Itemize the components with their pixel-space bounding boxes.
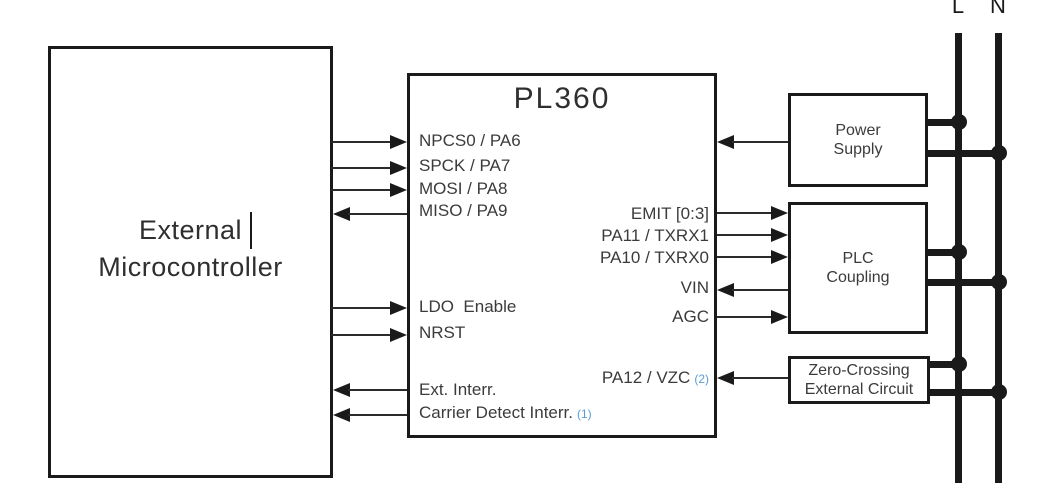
junction-dot-zc-n (991, 384, 1007, 400)
wire-miso (348, 213, 407, 215)
wire-spck (331, 167, 392, 169)
pin-label-ext-interr: Ext. Interr. (419, 380, 497, 399)
line-l-label: L (951, 0, 965, 18)
zero-crossing-label: Zero-Crossing External Circuit (788, 356, 930, 404)
pin-label-miso-pa9: MISO / PA9 (419, 201, 508, 220)
carrier-detect-text: Carrier Detect Interr. (419, 403, 573, 422)
pin-label-emit: EMIT [0:3] (630, 204, 709, 223)
junction-dot-plc-l (951, 244, 967, 260)
arrowhead-ext-interr (333, 383, 350, 397)
mcu-label-line2: Microcontroller (98, 252, 283, 282)
mcu-label-line1: External (138, 215, 243, 245)
zero-crossing-line1: Zero-Crossing (808, 362, 910, 379)
arrowhead-emit (771, 206, 788, 220)
arrowhead-power-supply (717, 135, 734, 149)
junction-dot-zc-l (951, 356, 967, 372)
power-supply-label: Power Supply (788, 93, 928, 187)
arrowhead-ldo-enable (390, 301, 407, 315)
pin-label-ldo-enable: LDO Enable (419, 297, 517, 316)
wire-ext-interr (348, 389, 407, 391)
arrowhead-pa10-txrx0 (771, 250, 788, 264)
junction-dot-ps-l (951, 114, 967, 130)
pin-label-carrier-detect-interr: Carrier Detect Interr. (1) (419, 404, 592, 423)
power-supply-box (788, 93, 928, 187)
junction-dot-plc-n (991, 274, 1007, 290)
arrowhead-pa12-vzc (717, 371, 734, 385)
external-microcontroller-box (48, 46, 333, 478)
wire-ldo-enable (331, 307, 392, 309)
plc-coupling-label: PLC Coupling (788, 202, 928, 334)
wire-pa10-txrx0 (717, 256, 773, 258)
pin-label-pa11-txrx1: PA11 / TXRX1 (601, 226, 709, 245)
bus-zero-crossing-l (928, 361, 962, 368)
pin-label-nrst: NRST (419, 323, 466, 342)
power-supply-line1: Power (835, 122, 881, 139)
pin-label-npcs0-pa6: NPCS0 / PA6 (419, 131, 521, 150)
arrowhead-nrst (390, 328, 407, 342)
bus-zero-crossing-n (928, 389, 1002, 396)
plc-coupling-box (788, 202, 928, 334)
wire-agc (717, 316, 773, 318)
arrowhead-npcs0 (390, 135, 407, 149)
external-microcontroller-label: External Microcontroller (48, 212, 333, 286)
arrowhead-carrier-detect (333, 408, 350, 422)
line-n-label: N (990, 0, 1006, 18)
bus-plc-coupling-n (926, 279, 1002, 286)
bus-power-supply-l (926, 119, 962, 126)
power-supply-line2: Supply (833, 141, 883, 158)
footnote-2: (2) (694, 372, 709, 386)
wire-vin (732, 289, 788, 291)
pa12-vzc-text: PA12 / VZC (601, 368, 691, 387)
pin-label-agc: AGC (672, 307, 709, 326)
pl360-box (407, 73, 717, 438)
plc-coupling-line1: PLC (842, 250, 874, 267)
pin-label-mosi-pa8: MOSI / PA8 (419, 179, 508, 198)
arrowhead-miso (333, 207, 350, 221)
mains-line-n (995, 33, 1002, 483)
junction-dot-ps-n (991, 145, 1007, 161)
wire-nrst (331, 334, 392, 336)
zero-crossing-box (788, 356, 930, 404)
plc-coupling-line2: Coupling (826, 269, 890, 286)
wire-pa11-txrx1 (717, 234, 773, 236)
arrowhead-pa11-txrx1 (771, 228, 788, 242)
text-cursor-artifact (250, 212, 252, 249)
pl360-title: PL360 (513, 82, 611, 115)
arrowhead-spck (390, 161, 407, 175)
wire-emit (717, 212, 773, 214)
arrowhead-vin (717, 283, 734, 297)
wire-npcs0 (331, 141, 392, 143)
zero-crossing-line2: External Circuit (804, 381, 914, 398)
pin-label-vin: VIN (680, 278, 709, 297)
bus-power-supply-n (926, 150, 1002, 157)
pin-label-pa12-vzc: PA12 / VZC(2) (509, 369, 709, 388)
pin-label-pa10-txrx0: PA10 / TXRX0 (600, 248, 709, 267)
arrowhead-agc (771, 310, 788, 324)
wire-pa12-vzc (732, 377, 788, 379)
wire-power-supply (732, 141, 788, 143)
footnote-1: (1) (577, 407, 592, 421)
bus-plc-coupling-l (926, 249, 962, 256)
wire-mosi (331, 189, 392, 191)
arrowhead-mosi (390, 183, 407, 197)
pin-label-spck-pa7: SPCK / PA7 (419, 156, 511, 175)
wire-carrier-detect (348, 414, 407, 416)
